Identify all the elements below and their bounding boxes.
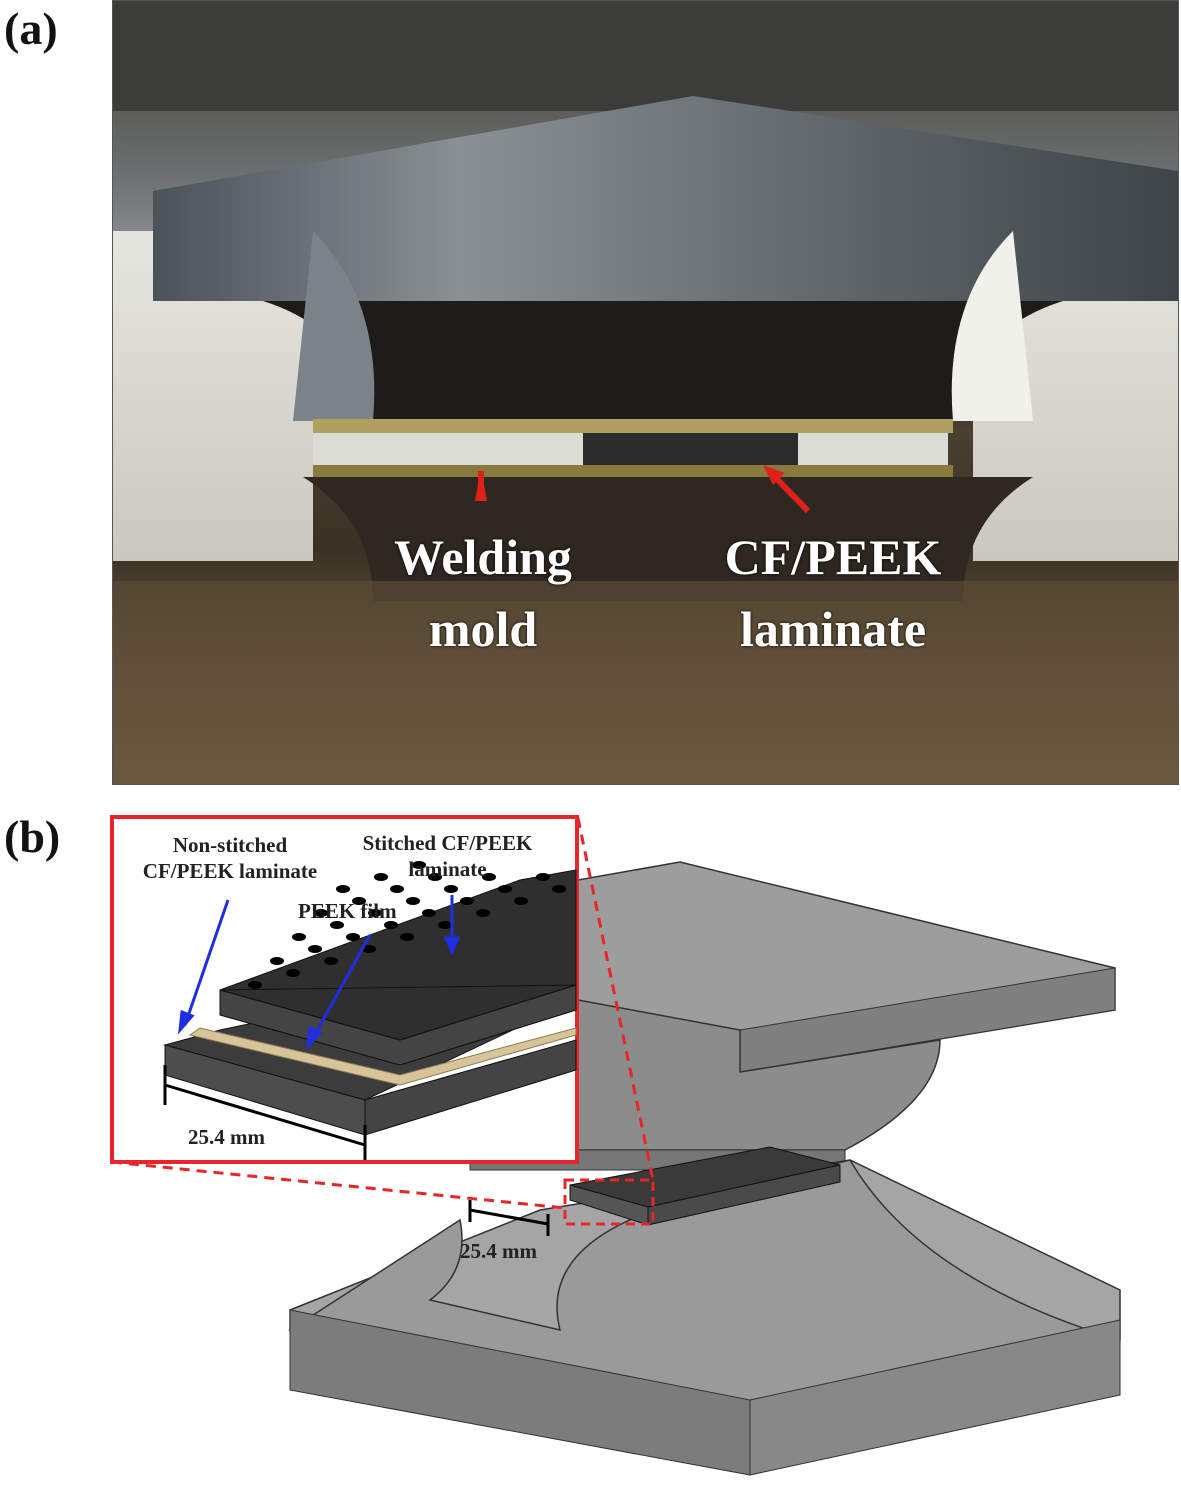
stitch-hole <box>444 885 458 893</box>
welding-setup-photo: Welding mold CF/PEEK laminate <box>112 0 1179 785</box>
stitch-hole <box>552 885 566 893</box>
label-line: Non-stitched <box>172 833 288 857</box>
panel-b-label: (b) <box>4 811 61 862</box>
stitch-hole <box>428 873 442 881</box>
label-line: CF/PEEK laminate <box>142 859 318 883</box>
stitch-hole <box>330 921 344 929</box>
stitch-hole <box>438 921 452 929</box>
label-line: Stitched CF/PEEK <box>362 831 533 855</box>
stitch-hole <box>346 933 360 941</box>
stitch-hole <box>374 873 388 881</box>
stitch-hole <box>460 897 474 905</box>
non-stitched-label: Non-stitched CF/PEEK laminate <box>110 832 350 884</box>
label-line: CF/PEEK <box>724 529 942 585</box>
stitch-hole <box>270 957 284 965</box>
label-line: laminate <box>739 601 927 657</box>
stitch-hole <box>536 873 550 881</box>
stitch-hole <box>314 909 328 917</box>
stitch-hole <box>248 981 262 989</box>
stitch-hole <box>498 885 512 893</box>
stitch-hole <box>400 933 414 941</box>
stitch-hole <box>406 897 420 905</box>
stitch-hole <box>514 897 528 905</box>
stitch-hole <box>336 885 350 893</box>
stitched-label: Stitched CF/PEEK laminate <box>330 830 565 882</box>
stitch-hole <box>352 897 366 905</box>
stitch-hole <box>390 885 404 893</box>
peek-film-label: PEEK film <box>298 899 397 923</box>
stitch-hole <box>412 861 426 869</box>
stitch-hole <box>422 909 436 917</box>
label-line: laminate <box>408 857 487 881</box>
peek-film <box>188 1027 577 1086</box>
label-line: mold <box>428 601 538 657</box>
stitch-hole <box>286 969 300 977</box>
stitch-hole <box>362 945 376 953</box>
welding-mold-label: Welding mold <box>353 521 613 665</box>
stitch-hole <box>482 873 496 881</box>
stitch-hole <box>308 945 322 953</box>
stitch-hole <box>384 921 398 929</box>
inset-dimension-label: 25.4 mm <box>188 1125 265 1149</box>
label-line: Welding <box>394 529 572 585</box>
laminate-label: CF/PEEK laminate <box>683 521 983 665</box>
panel-a-label: (a) <box>4 3 58 54</box>
arrow-laminate <box>770 472 811 514</box>
stitch-hole <box>368 909 382 917</box>
stitch-hole <box>324 957 338 965</box>
stitch-hole <box>476 909 490 917</box>
stitch-hole <box>292 933 306 941</box>
main-dimension-label: 25.4 mm <box>460 1239 537 1263</box>
photo-illustration <box>113 1 1178 784</box>
